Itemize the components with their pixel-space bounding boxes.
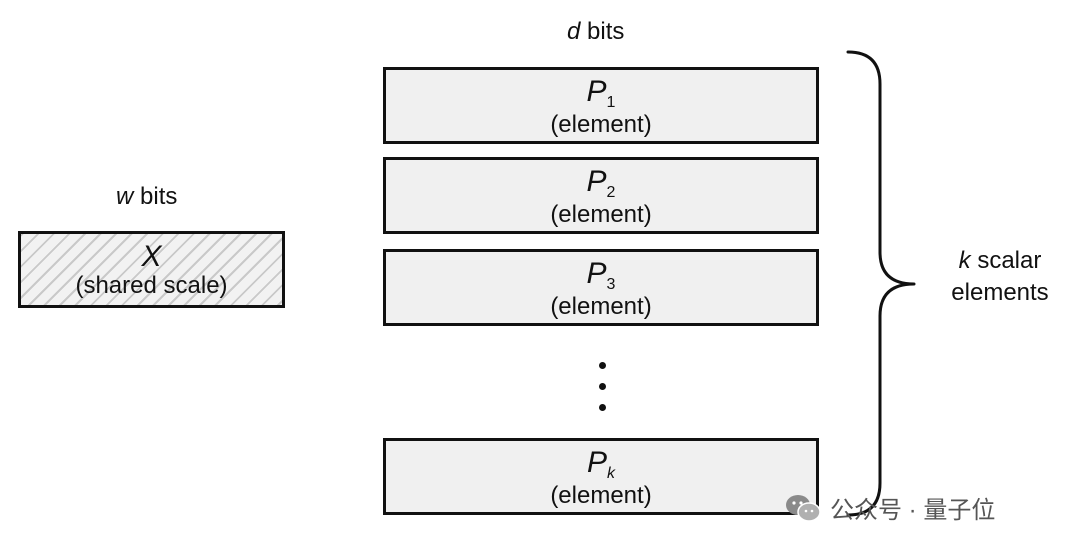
- k-variable: k: [958, 247, 971, 274]
- ellipsis-dot: [599, 404, 606, 411]
- right-curly-brace: [846, 50, 916, 517]
- shared-scale-symbol: X: [141, 240, 162, 273]
- element-symbol-pk: Pk: [586, 446, 615, 482]
- brace-label-line1: k scalar: [958, 247, 1042, 274]
- shared-scale-box: X (shared scale): [18, 231, 285, 308]
- watermark-text: 公众号 · 量子位: [830, 497, 996, 524]
- w-variable: w: [116, 183, 134, 210]
- element-description-p1: (element): [550, 111, 652, 138]
- d-variable: d: [567, 18, 581, 45]
- element-box-p3: P3 (element): [383, 249, 819, 326]
- element-box-pk: Pk (element): [383, 438, 819, 515]
- watermark: 公众号 · 量子位: [784, 490, 995, 525]
- element-symbol-p2: P2: [586, 165, 616, 201]
- element-symbol-p3: P3: [586, 257, 616, 293]
- element-symbol-p1: P1: [586, 75, 616, 111]
- element-box-p1: P1 (element): [383, 67, 819, 144]
- brace-label-line2: elements: [951, 279, 1049, 306]
- brace-label: k scalar elements: [930, 245, 1070, 309]
- ellipsis-dot: [599, 362, 606, 369]
- ellipsis-dot: [599, 383, 606, 390]
- element-width-label: d bits: [567, 20, 624, 44]
- wechat-icon: [786, 494, 821, 522]
- d-bits-unit: bits: [587, 18, 625, 45]
- shared-scale-width-label: w bits: [116, 185, 177, 209]
- element-description-p2: (element): [550, 201, 652, 228]
- shared-scale-description: (shared scale): [75, 272, 228, 299]
- element-description-pk: (element): [550, 482, 652, 509]
- w-bits-unit: bits: [140, 183, 178, 210]
- element-box-p2: P2 (element): [383, 157, 819, 234]
- element-description-p3: (element): [550, 293, 652, 320]
